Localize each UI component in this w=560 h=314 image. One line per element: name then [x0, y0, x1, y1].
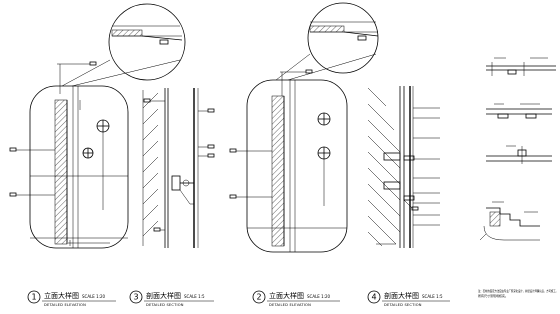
detail-number: 1 [31, 293, 36, 302]
detail-title: 立面大样图 [269, 291, 304, 300]
detail-number: 2 [256, 293, 261, 302]
small-detail-d [479, 201, 540, 241]
detail-scale: SCALE 1:20 [307, 294, 331, 299]
elevation-detail-1 [9, 3, 186, 249]
notes-line-1: 注：石材的固定方法应由专业厂家深化设计，并经设计师确认后，方可施工。 [478, 288, 558, 293]
section-detail-4 [367, 86, 440, 248]
notes: 注：石材的固定方法应由专业厂家深化设计，并经设计师确认后，方可施工。 所有尺寸须… [478, 288, 558, 298]
title-block-4: 4 剖面大样图 SCALE 1:5 DETAILED SECTION [367, 290, 450, 307]
notes-line-2: 所有尺寸须现场核实。 [478, 293, 508, 298]
detail-scale: SCALE 1:5 [422, 294, 443, 299]
title-block-1: 1 立面大样图 SCALE 1:20 DETAILED ELEVATION [27, 290, 116, 307]
detail-title: 剖面大样图 [146, 291, 181, 300]
detail-number: 4 [371, 293, 376, 302]
detail-scale: SCALE 1:5 [184, 294, 205, 299]
detail-subtitle: DETAILED ELEVATION [269, 303, 311, 307]
wall-hatch [142, 92, 159, 237]
detail-scale: SCALE 1:20 [82, 294, 106, 299]
small-detail-a [486, 57, 556, 76]
title-block-2: 2 立面大样图 SCALE 1:20 DETAILED ELEVATION [252, 290, 340, 307]
detail-title: 剖面大样图 [384, 291, 419, 300]
small-detail-c [486, 145, 552, 164]
detail-title: 立面大样图 [44, 291, 79, 300]
section-detail-3 [142, 88, 215, 248]
elevation-detail-2 [229, 2, 379, 253]
detail-subtitle: DETAILED SECTION [384, 303, 422, 307]
detail-subtitle: DETAILED SECTION [146, 303, 184, 307]
detail-number: 3 [133, 293, 138, 302]
small-detail-b [486, 103, 552, 119]
detail-subtitle: DETAILED ELEVATION [44, 303, 86, 307]
title-block-3: 3 剖面大样图 SCALE 1:5 DETAILED SECTION [129, 290, 214, 307]
